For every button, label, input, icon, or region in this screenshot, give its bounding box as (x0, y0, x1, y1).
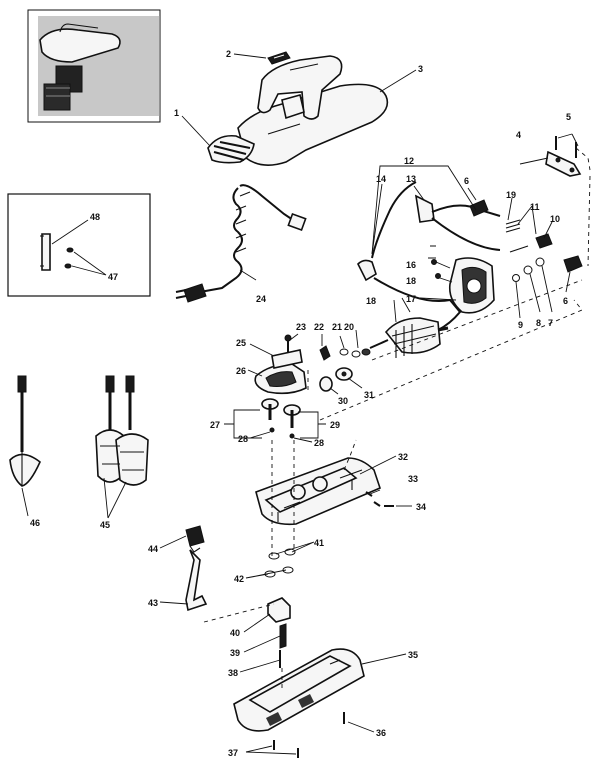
callout-3: 3 (418, 64, 423, 74)
motor-assembly (357, 181, 583, 358)
callout-37: 37 (228, 748, 238, 758)
callout-21: 21 (332, 322, 342, 332)
callout-18a: 18 (406, 276, 416, 286)
callout-29: 29 (330, 420, 340, 430)
beaters-45 (95, 375, 149, 486)
callout-25: 25 (236, 338, 246, 348)
callout-1: 1 (174, 108, 179, 118)
callout-8: 8 (536, 318, 541, 328)
callout-4: 4 (516, 130, 521, 140)
callout-6a: 6 (464, 176, 469, 186)
callout-40: 40 (230, 628, 240, 638)
callout-5: 5 (566, 112, 571, 122)
callout-28b: 28 (314, 438, 324, 448)
nameplate-2 (267, 51, 291, 65)
callout-35: 35 (408, 650, 418, 660)
washers-41-42 (264, 548, 296, 578)
callout-47: 47 (108, 272, 118, 282)
detail-inset-47-48: 48 47 (7, 193, 151, 297)
callout-32: 32 (398, 452, 408, 462)
bracket-4 (519, 136, 591, 177)
callout-31: 31 (364, 390, 374, 400)
alignment-lines (203, 175, 591, 690)
callout-39: 39 (230, 648, 240, 658)
base-35 (233, 648, 365, 732)
small-parts (284, 334, 371, 392)
callout-labels: 1 2 3 4 5 6 6 7 8 9 10 11 12 13 14 19 16… (30, 49, 571, 758)
callout-41: 41 (314, 538, 324, 548)
screws (273, 505, 394, 758)
callout-7: 7 (548, 318, 553, 328)
callout-23: 23 (296, 322, 306, 332)
callout-12: 12 (404, 156, 414, 166)
callout-43: 43 (148, 598, 158, 608)
callout-22: 22 (314, 322, 324, 332)
vent-grille-1 (207, 134, 255, 164)
callout-38: 38 (228, 668, 238, 678)
callout-27: 27 (210, 420, 220, 430)
callout-6b: 6 (563, 296, 568, 306)
callout-48: 48 (90, 212, 100, 222)
gears-27-29 (261, 398, 301, 439)
callout-10: 10 (550, 214, 560, 224)
callout-24: 24 (256, 294, 266, 304)
callout-2: 2 (226, 49, 231, 59)
callout-26: 26 (236, 366, 246, 376)
leader-lines (21, 53, 579, 755)
ejector-43-44 (185, 525, 208, 612)
callout-30: 30 (338, 396, 348, 406)
callout-36: 36 (376, 728, 386, 738)
callout-19: 19 (506, 190, 516, 200)
callout-13: 13 (406, 174, 416, 184)
callout-44: 44 (148, 544, 158, 554)
callout-46: 46 (30, 518, 40, 528)
callout-11: 11 (530, 202, 540, 212)
callout-34: 34 (416, 502, 426, 512)
gear-housing-32 (255, 457, 381, 526)
switch-38-40 (267, 597, 291, 668)
callout-42: 42 (234, 574, 244, 584)
callout-18b: 18 (366, 296, 376, 306)
callout-20: 20 (344, 322, 354, 332)
beater-46 (9, 375, 41, 487)
callout-16: 16 (406, 260, 416, 270)
assembled-mixer-inset (27, 9, 161, 123)
worm-plate-25-26 (254, 349, 307, 395)
power-cord-24 (175, 184, 307, 303)
callout-17: 17 (406, 294, 416, 304)
callout-33: 33 (408, 474, 418, 484)
callout-45: 45 (100, 520, 110, 530)
callout-9: 9 (518, 320, 523, 330)
callout-14: 14 (376, 174, 386, 184)
callout-28a: 28 (238, 434, 248, 444)
top-housing-3 (237, 55, 389, 166)
